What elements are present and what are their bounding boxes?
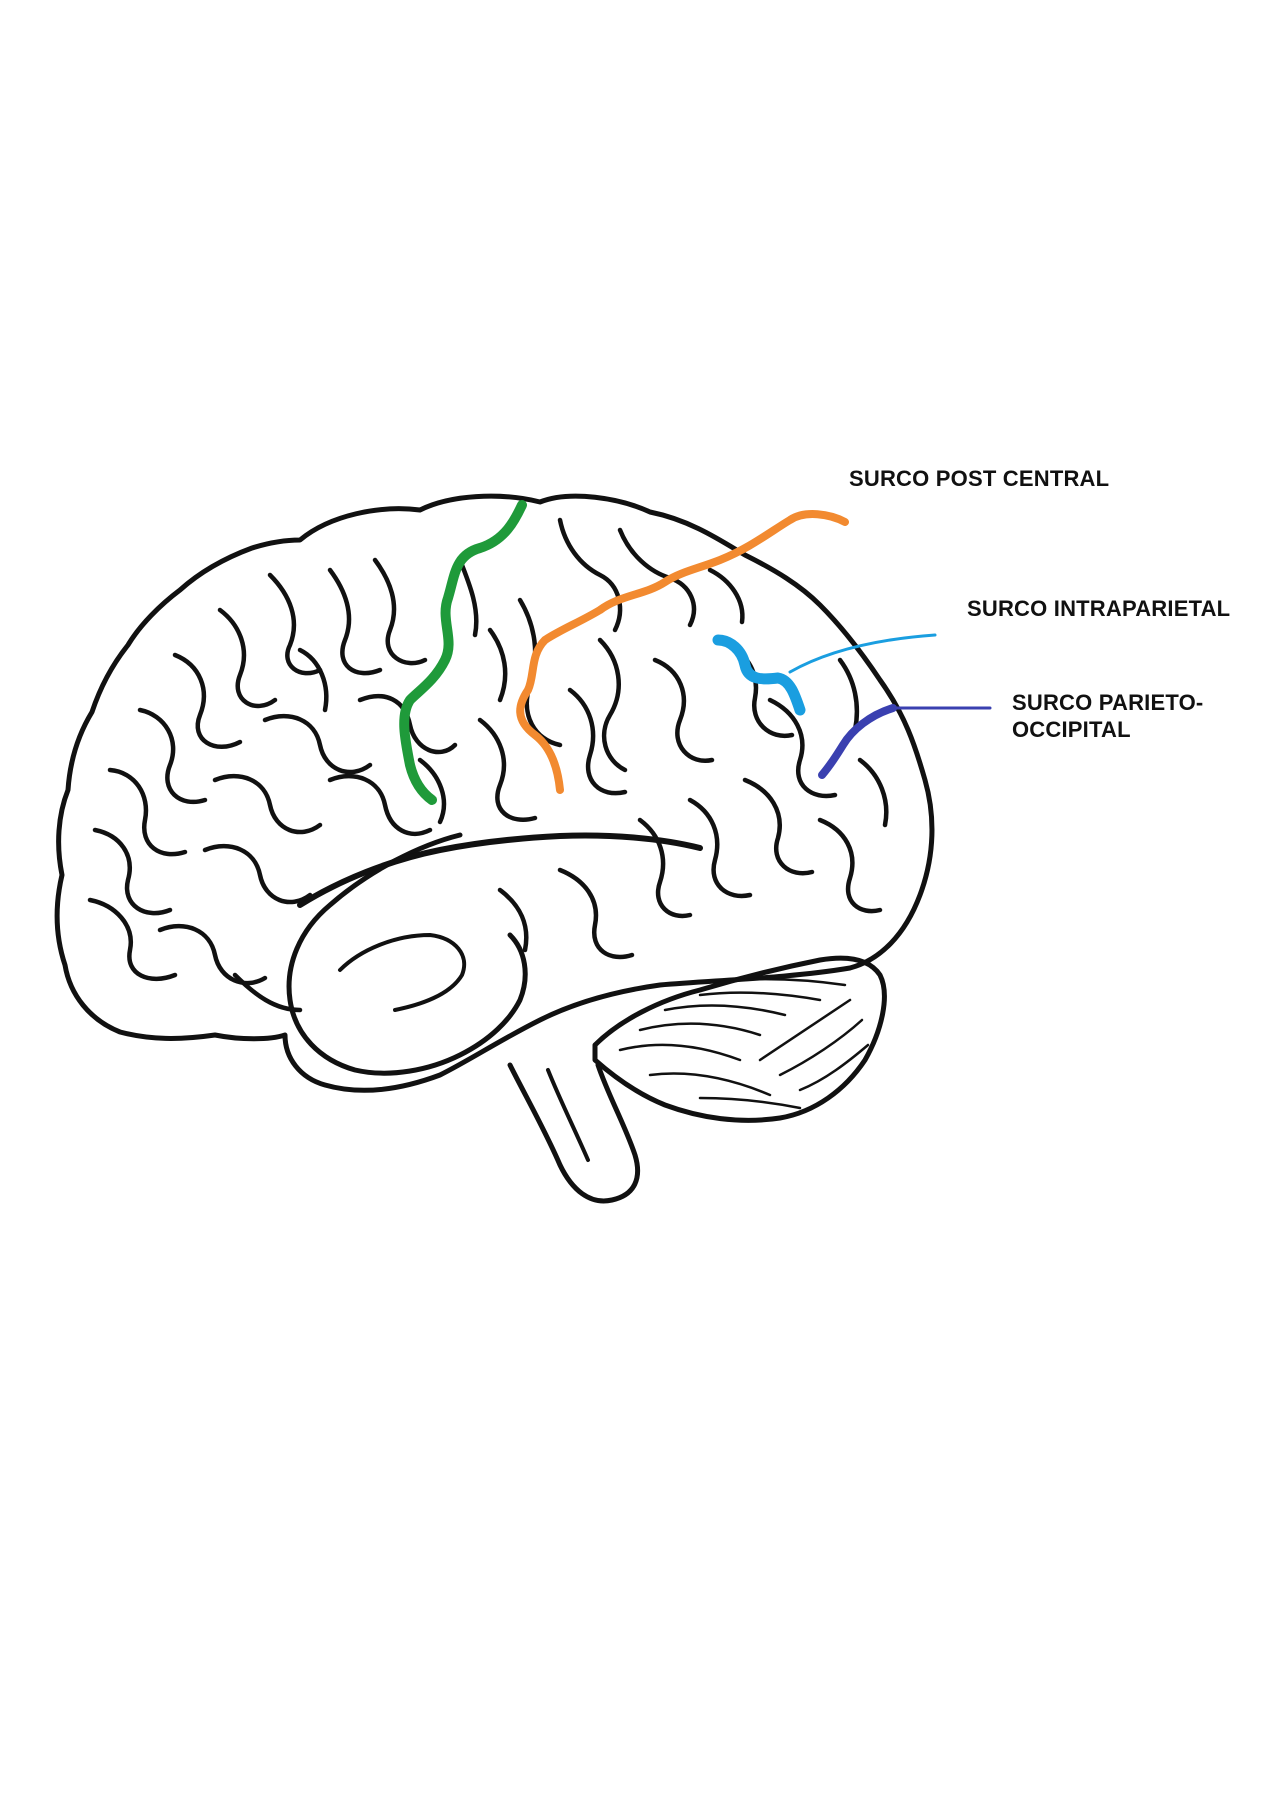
temporal-lobe-outline: [286, 832, 528, 1076]
brainstem-line: [546, 1068, 590, 1162]
brain-illustration: [54, 493, 935, 1204]
lateral-fissure: [297, 832, 703, 908]
central-sulcus-green: [399, 500, 527, 805]
intraparietal-sulcus-blue: [712, 634, 806, 716]
parieto-occipital-sulcus-navy: [818, 704, 897, 779]
label-parieto-line1: SURCO PARIETO-: [1012, 690, 1204, 715]
label-surco-parieto-occipital: SURCO PARIETO- OCCIPITAL: [1012, 689, 1203, 743]
sulcus-highlights: [399, 500, 992, 805]
cerebellum-folia: [618, 977, 870, 1110]
cerebellum-outline: [592, 955, 887, 1123]
postcentral-sulcus-orange: [516, 510, 849, 794]
temporal-lobe-fold: [338, 933, 467, 1012]
intraparietal-pointer-line: [788, 633, 937, 674]
cerebrum-outline: [54, 493, 935, 1093]
label-parieto-line2: OCCIPITAL: [1012, 717, 1131, 742]
label-surco-post-central: SURCO POST CENTRAL: [849, 466, 1110, 491]
brainstem: [507, 1062, 641, 1204]
frontal-gyri: [87, 557, 458, 1013]
label-surco-intraparietal: SURCO INTRAPARIETAL: [967, 596, 1231, 621]
parietal-gyri: [417, 517, 889, 960]
